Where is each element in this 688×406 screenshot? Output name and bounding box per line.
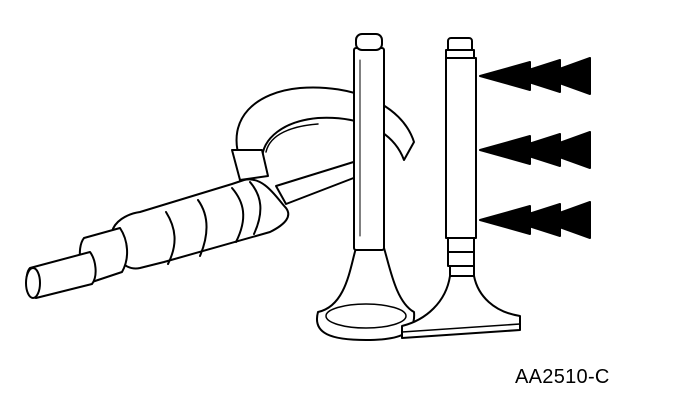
- valve-head: [401, 275, 521, 339]
- valve-stem: [353, 47, 385, 251]
- valve-head: [315, 247, 416, 341]
- arrow-icon: [479, 201, 591, 239]
- arrow-icon: [479, 57, 591, 95]
- micrometer-spindle: [275, 159, 365, 205]
- arrow-icon: [479, 131, 591, 169]
- micrometer-frame: [235, 86, 415, 161]
- figure-caption: AA2510-C: [515, 366, 610, 388]
- valve-icon: [401, 37, 521, 339]
- valve-stem: [445, 57, 477, 239]
- valve-icon: [315, 33, 416, 341]
- micrometer-barrel: [110, 178, 290, 270]
